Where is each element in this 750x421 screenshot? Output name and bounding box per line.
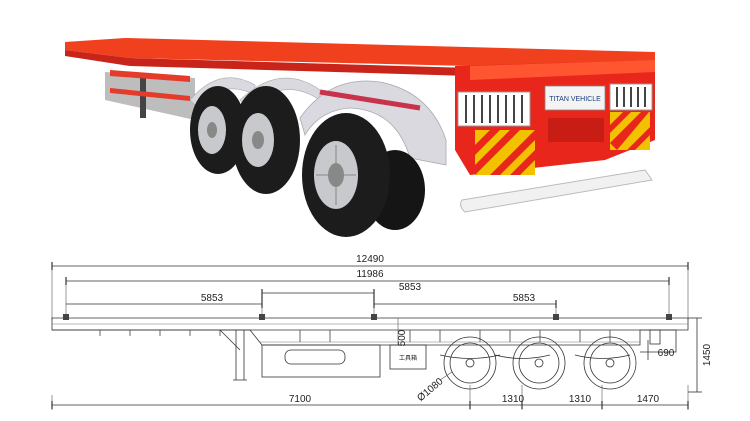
trailer-side-view [51, 314, 689, 381]
spare-carrier [261, 344, 381, 378]
main-beam [52, 329, 641, 346]
side-guard [110, 70, 190, 82]
drawing-wheel-1 [443, 336, 497, 390]
dim-rear-height: 690 [658, 348, 675, 359]
dim-lock-spacing-3: 5853 [513, 293, 536, 304]
dim-frame-height: 500 [397, 329, 408, 346]
drawing-wheel-2 [512, 336, 566, 390]
wheel-1 [190, 86, 246, 174]
twist-locks [63, 314, 672, 320]
dim-lock-spacing-1: 5853 [201, 293, 224, 304]
rear-bumper [460, 169, 653, 213]
dim-lock-spacing-2: 5853 [399, 282, 422, 293]
dim-overall-height: 1450 [702, 343, 713, 366]
hazard-panel-right [610, 112, 650, 150]
toolbox [389, 344, 427, 370]
brand-plate-text: TITAN VEHICLE [549, 96, 601, 103]
hazard-panel-left [475, 130, 535, 175]
deck [65, 38, 655, 66]
toolbox-label: 工具箱 [399, 354, 417, 362]
plate-mount [548, 118, 604, 142]
landing-gear [140, 78, 146, 118]
tail-light-guard-right [609, 83, 653, 111]
dim-kingpin-to-axle: 7100 [289, 394, 312, 405]
dim-overall-length: 12490 [356, 254, 384, 265]
tail-light-guard-left [457, 91, 531, 127]
brand-plate [544, 85, 606, 111]
dim-axle-spacing-1: 1310 [502, 394, 525, 405]
dim-rear-overhang: 1470 [637, 394, 660, 405]
landing-leg [233, 330, 247, 381]
dim-axle-spacing-2: 1310 [569, 394, 592, 405]
dim-deck-length: 11986 [356, 269, 384, 280]
dim-wheel-diameter: Ø1080 [415, 376, 445, 404]
wheel-2 [232, 86, 300, 194]
deck-outline [51, 317, 689, 331]
drawing-wheel-3 [583, 336, 637, 390]
wheel-3 [302, 113, 425, 237]
fender-3 [299, 80, 447, 166]
trailer-photo: TITAN VEHICLE [65, 38, 655, 237]
dimension-drawing: 12490 11986 5853 5853 5853 500 工具箱 Ø1080… [51, 254, 713, 410]
